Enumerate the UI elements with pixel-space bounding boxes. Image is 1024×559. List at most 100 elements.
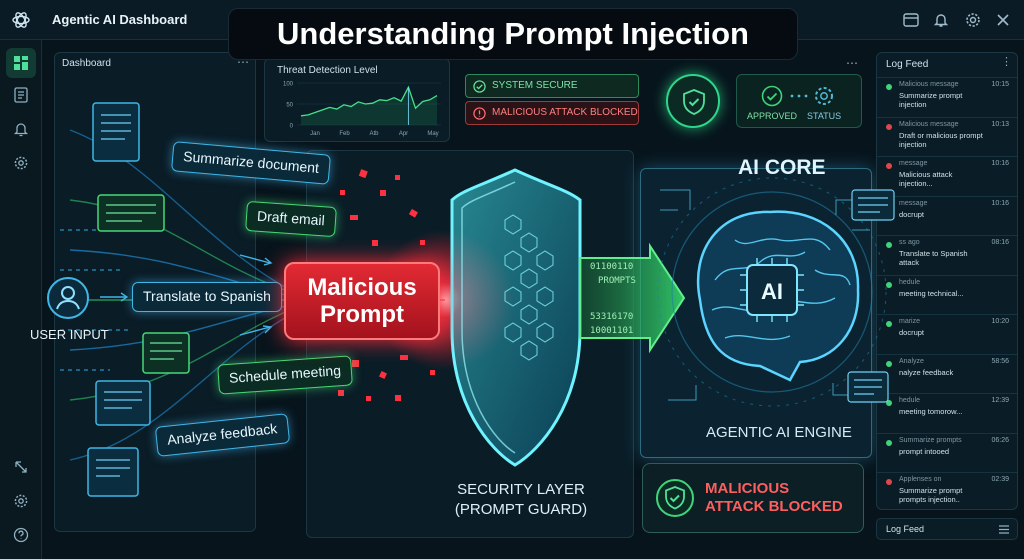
bubble-translate: Translate to Spanish xyxy=(132,282,282,312)
log-entry-message: Draft or malicious prompt injection xyxy=(899,130,983,149)
log-entry-type: marize xyxy=(899,318,921,325)
help-nav-button[interactable] xyxy=(6,520,36,550)
log-status-dot xyxy=(886,360,892,367)
dashboard-icon xyxy=(14,56,28,70)
log-status-dot xyxy=(886,400,892,406)
log-entry-time: 58:56 xyxy=(991,357,1009,365)
bubble-draft-email: Draft email xyxy=(245,200,337,238)
log-entry-message: meeting tomorow... xyxy=(899,407,963,416)
log-entry-time: 06:26 xyxy=(991,436,1009,444)
user-input-label: USER INPUT xyxy=(30,327,109,342)
log-status-dot xyxy=(886,84,892,90)
log-entry[interactable]: Applenses on Summarize prompt prompts inj… xyxy=(877,472,1017,512)
document-card-3 xyxy=(142,332,190,374)
gear-icon xyxy=(14,156,28,170)
malicious-prompt-box: Malicious Prompt xyxy=(284,262,440,340)
menu-lines-icon[interactable] xyxy=(999,525,1009,534)
documents-nav-button[interactable] xyxy=(6,80,36,110)
core-mini-panels xyxy=(847,189,895,403)
log-entry-time: 10:15 xyxy=(991,81,1009,88)
help-icon xyxy=(13,527,29,543)
log-entry-message: docrupt xyxy=(899,209,925,219)
bell-icon[interactable] xyxy=(932,11,950,29)
log-entry-type: Malicious message xyxy=(899,81,959,88)
x-tick-label: Jan xyxy=(310,131,320,137)
system-secure-status: SYSTEM SECURE xyxy=(465,74,639,98)
flow-arrows xyxy=(100,254,273,336)
close-icon[interactable] xyxy=(994,11,1012,29)
security-layer-subtitle: (PROMPT GUARD) xyxy=(454,501,588,518)
log-entry-time: 12:39 xyxy=(991,397,1009,404)
attack-blocked-status: MALICIOUS ATTACK BLOCKED xyxy=(465,101,639,125)
log-status-dot xyxy=(886,439,892,446)
log-entry-type: ss ago xyxy=(899,239,920,246)
log-entry-type: Applenses on xyxy=(899,476,942,483)
log-entry-message: Summarize prompt prompts injection.. xyxy=(899,486,963,504)
ai-core-title: AI CORE xyxy=(738,156,826,179)
settings-nav-button[interactable] xyxy=(6,148,36,178)
log-entry-time: 10:13 xyxy=(991,120,1009,128)
x-tick-label: May xyxy=(427,131,438,137)
log-status-dot xyxy=(886,123,892,130)
window-icon[interactable] xyxy=(902,11,920,29)
document-card-4 xyxy=(95,380,151,426)
alerts-nav-button[interactable] xyxy=(6,114,36,144)
code-stream-1: 01100110 xyxy=(590,262,634,272)
security-layer-label: SECURITY LAYER (PROMPT GUARD) xyxy=(440,480,602,520)
log-menu-icon[interactable]: ⋮ xyxy=(1001,56,1013,68)
code-stream-4: 10001101 xyxy=(590,326,634,336)
openai-logo-icon[interactable] xyxy=(11,10,31,30)
gear-icon[interactable] xyxy=(964,11,982,29)
document-cards xyxy=(87,102,190,497)
log-entry-message: prompt intooed xyxy=(899,446,950,456)
preferences-nav-button[interactable] xyxy=(6,486,36,516)
status-menu-icon[interactable]: ⋯ xyxy=(846,56,859,70)
code-stream-3: 53316170 xyxy=(590,312,634,322)
log-entry-type: message xyxy=(899,199,928,207)
y-tick-label: 100 xyxy=(283,82,294,88)
security-shield xyxy=(450,168,582,467)
document-card-2 xyxy=(97,194,165,232)
security-layer-title: SECURITY LAYER xyxy=(457,481,585,498)
settings-icon xyxy=(14,494,28,508)
check-circle-icon xyxy=(761,85,783,107)
x-tick-label: Atb xyxy=(369,131,379,137)
y-tick-label: 0 xyxy=(290,124,294,130)
log-entry-time: 08:16 xyxy=(991,239,1009,246)
x-tick-label: Apr xyxy=(399,131,408,137)
y-tick-label: 50 xyxy=(286,103,293,109)
x-tick-label: Feb xyxy=(339,131,350,137)
shield-check-icon xyxy=(683,89,705,115)
chart-area xyxy=(301,87,437,125)
alert-circle-icon xyxy=(473,107,486,120)
attack-blocked-text: MALICIOUS ATTACK BLOCKED xyxy=(705,480,843,516)
document-card-1 xyxy=(92,102,140,162)
headline-banner: Understanding Prompt Injection xyxy=(228,8,798,60)
dashboard-nav-button[interactable] xyxy=(6,48,36,78)
malicious-prompt-line2: Prompt xyxy=(320,301,404,328)
log-entry-message: Translate to Spanish attack xyxy=(899,249,968,267)
log-status-dot xyxy=(886,242,892,248)
approved-flow-arrow xyxy=(579,242,686,354)
ai-chip-label: AI xyxy=(761,279,783,304)
log-entry-time: 10:20 xyxy=(991,318,1009,325)
log-feed-footer[interactable]: Log Feed xyxy=(876,518,1018,540)
code-stream-2: PROMPTS xyxy=(598,276,636,286)
secure-shield-badge xyxy=(666,74,720,128)
log-entry-time: 10:16 xyxy=(991,199,1009,207)
expand-nav-button[interactable] xyxy=(6,452,36,482)
malicious-prompt-line1: Malicious xyxy=(307,274,417,301)
expand-icon xyxy=(15,461,27,473)
